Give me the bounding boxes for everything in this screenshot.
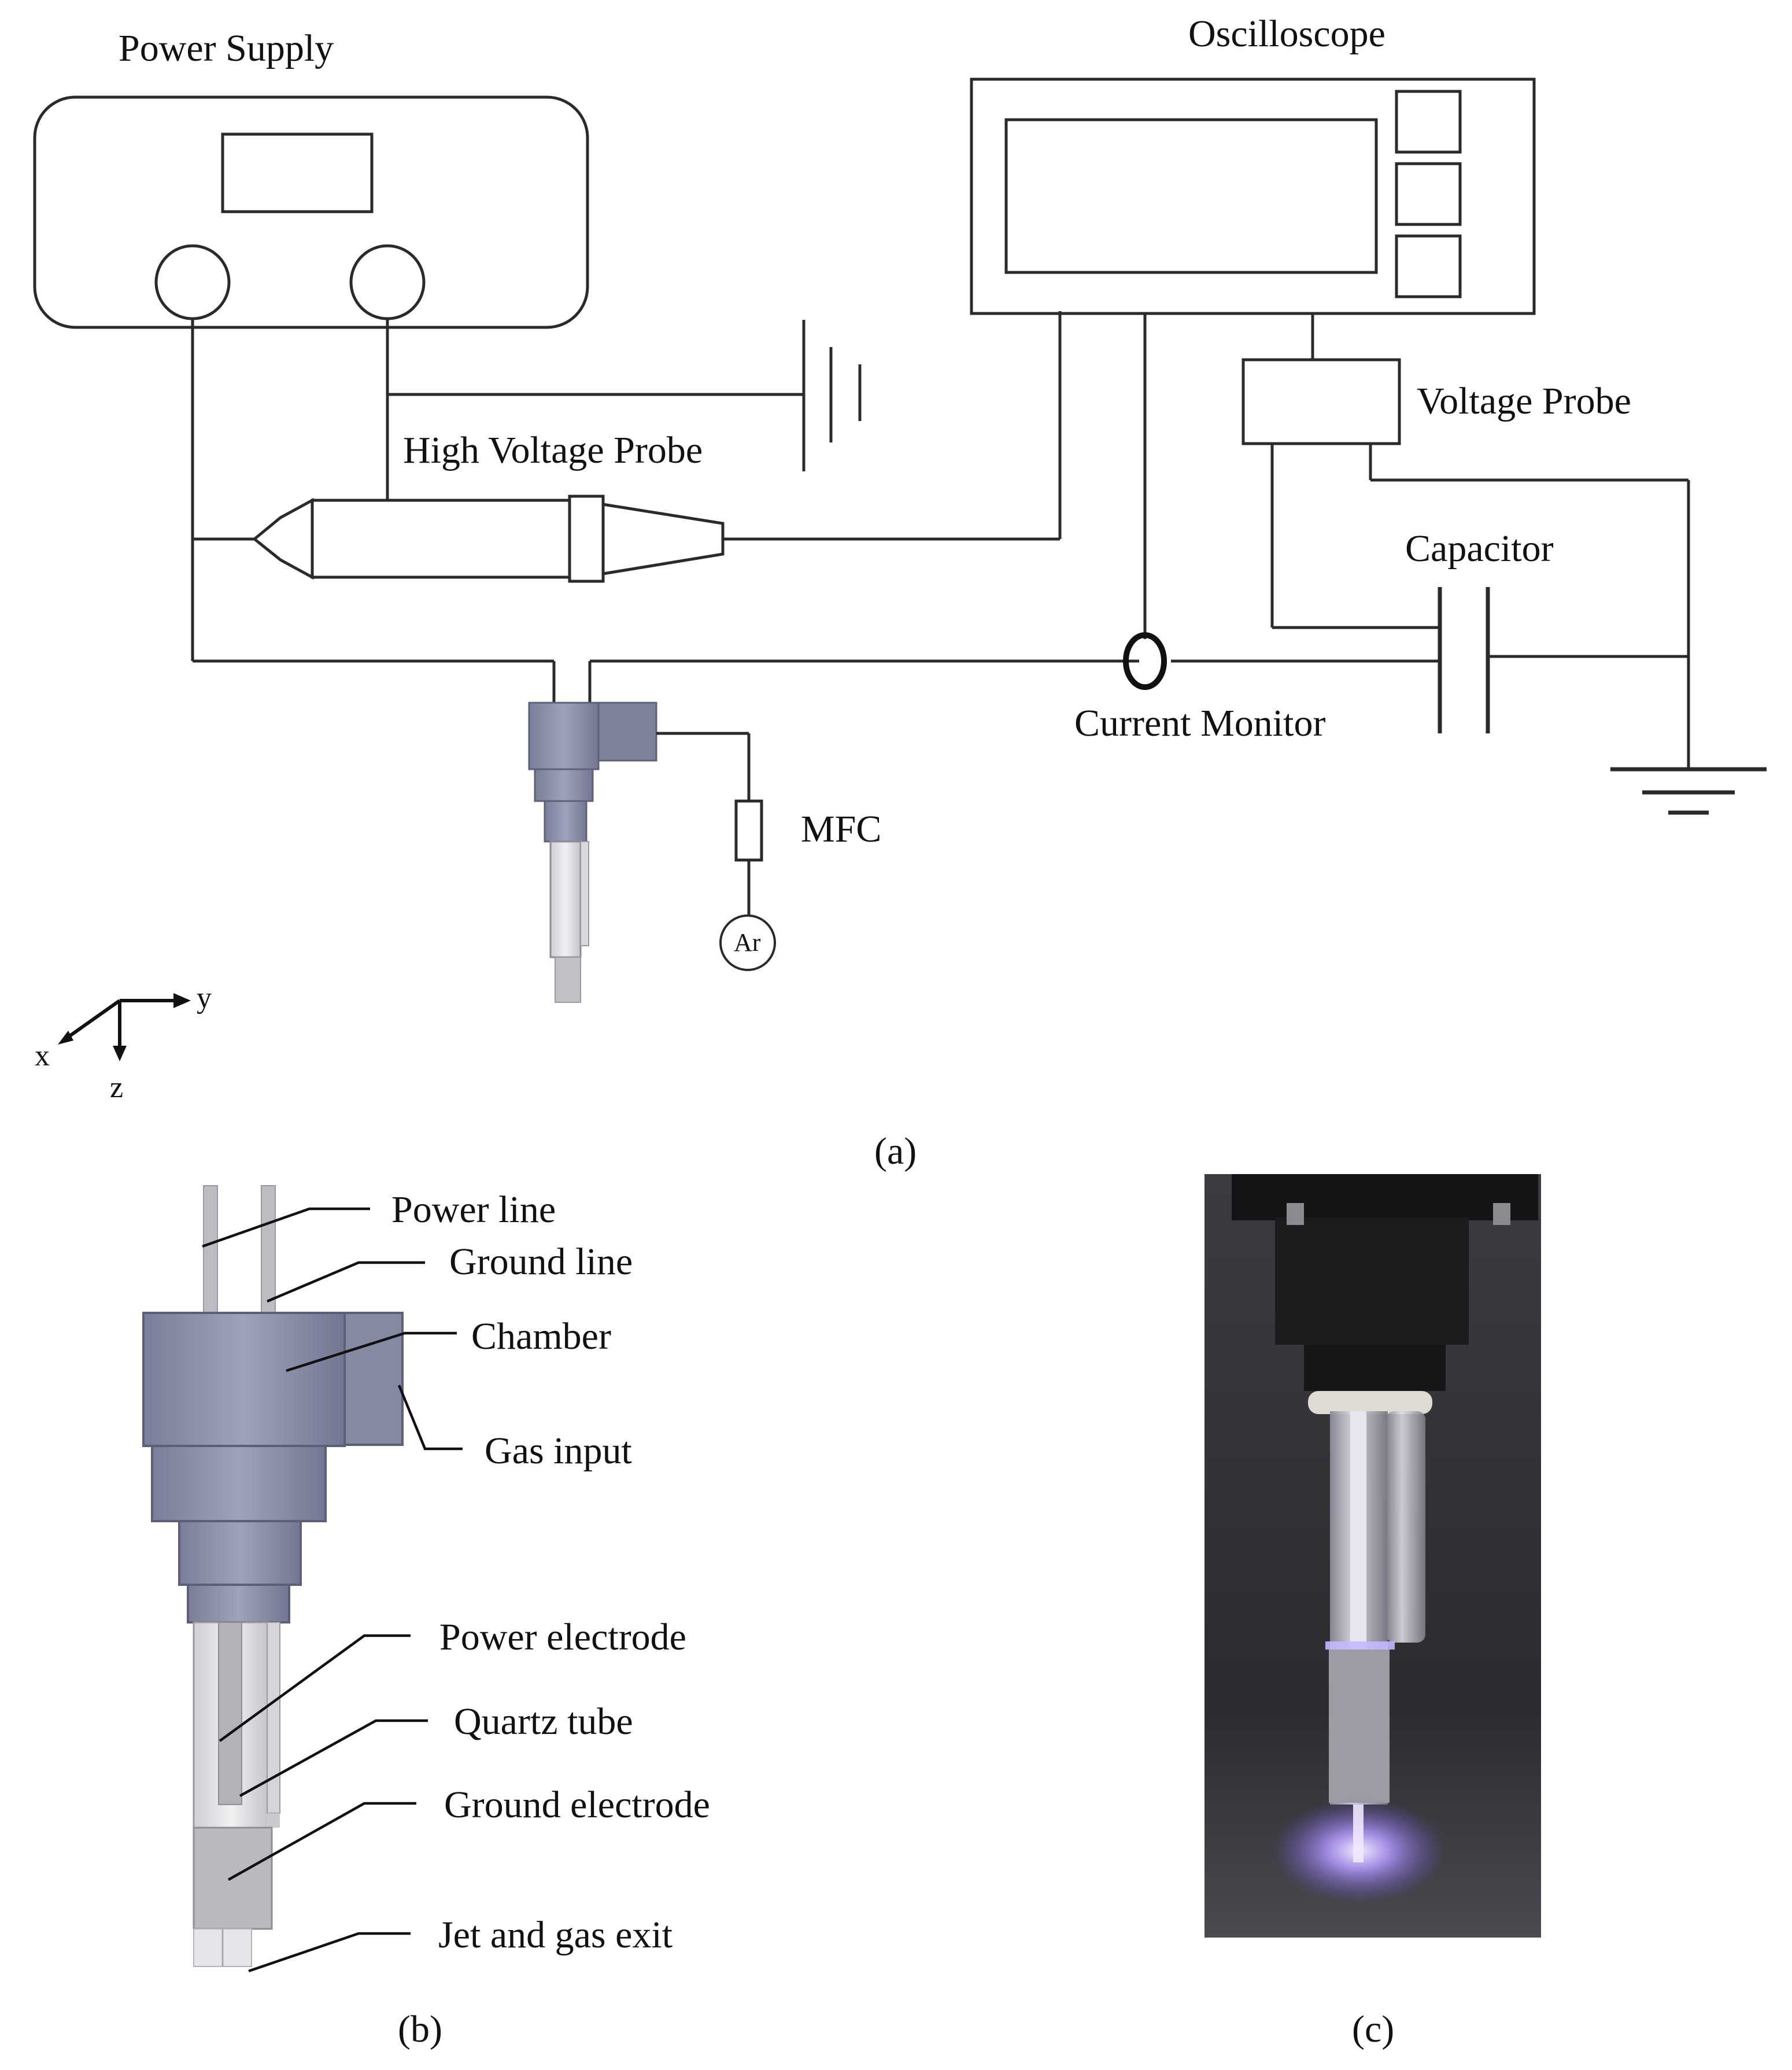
axis-z-label: z [110, 1071, 123, 1104]
oscilloscope-body [970, 78, 1536, 315]
hv-probe-tail [601, 503, 725, 575]
chamber-step-3 [187, 1584, 290, 1623]
power-electrode-label: Power electrode [439, 1616, 686, 1658]
oscilloscope-label: Oscilloscope [1188, 13, 1385, 55]
capacitor-label: Capacitor [1405, 527, 1554, 570]
oscilloscope-screen [1004, 118, 1378, 274]
power-supply-label: Power Supply [119, 27, 334, 69]
voltage-probe: Voltage Probe [1242, 313, 1690, 769]
coordinate-axes: y x z [35, 982, 212, 1104]
power-line-label: Power line [391, 1189, 556, 1231]
oscilloscope-button-2 [1395, 162, 1462, 226]
mfc-gas-supply: Ar MFC [719, 733, 881, 971]
chamber-step-1 [151, 1445, 327, 1522]
panel-b: Power line Ground line Chamber Gas input… [142, 1185, 710, 2050]
axis-y-label: y [197, 982, 212, 1014]
ground-battery-symbol [387, 320, 862, 471]
power-supply-wires [191, 319, 1440, 703]
ground-line-label: Ground line [449, 1241, 633, 1283]
current-monitor-label: Current Monitor [1074, 702, 1325, 744]
panel-a: Power Supply High Vo [33, 13, 1767, 1172]
caption-a: (a) [874, 1130, 917, 1172]
mfc-box [734, 799, 763, 862]
high-voltage-probe-label: High Voltage Probe [403, 429, 703, 471]
plasma-jet-device-detail [142, 1185, 404, 1967]
gas-input-port [343, 1312, 404, 1446]
voltage-probe-box [1242, 358, 1401, 445]
oscilloscope-button-1 [1395, 90, 1462, 154]
axis-x-label: x [35, 1039, 50, 1072]
high-voltage-probe: High Voltage Probe [252, 311, 1062, 583]
mfc-label: MFC [801, 808, 881, 850]
power-supply-unit: Power Supply [33, 27, 589, 329]
gas-input-label: Gas input [485, 1430, 632, 1472]
hv-probe-collar [568, 495, 605, 583]
current-monitor: Current Monitor [1074, 313, 1325, 744]
chamber-label: Chamber [471, 1315, 611, 1357]
ar-label: Ar [734, 928, 761, 957]
caption-c: (c) [1352, 2008, 1394, 2050]
chamber-body [142, 1312, 346, 1447]
hv-probe-tip [252, 497, 314, 580]
earth-ground-symbol [1610, 767, 1767, 815]
caption-b: (b) [398, 2008, 442, 2050]
ar-cylinder [719, 914, 776, 971]
voltage-probe-label: Voltage Probe [1417, 380, 1631, 422]
power-supply-terminal-left [154, 244, 231, 320]
quartz-tube-label: Quartz tube [454, 1700, 633, 1743]
oscilloscope-unit: Oscilloscope [970, 13, 1536, 315]
capacitor: Capacitor [1405, 527, 1688, 733]
ground-line-lower [267, 1622, 280, 1814]
power-electrode-rod [218, 1622, 242, 1805]
hv-probe-body [311, 499, 571, 579]
power-line-rod [203, 1185, 218, 1319]
power-supply-terminal-right [349, 244, 426, 320]
panel-c: (c) [1204, 1174, 1541, 2050]
panel-b-leaders [202, 1207, 463, 1973]
current-monitor-coil [1123, 632, 1167, 690]
plasma-jet-device-small [528, 702, 749, 1003]
plasma-jet-photo [1204, 1174, 1541, 1938]
chamber-step-2 [178, 1520, 302, 1586]
jet-and-gas-exit-label: Jet and gas exit [438, 1914, 673, 1956]
power-supply-body [33, 95, 589, 329]
power-supply-display [221, 132, 374, 213]
ground-electrode-label: Ground electrode [444, 1784, 710, 1826]
oscilloscope-button-3 [1395, 234, 1462, 298]
